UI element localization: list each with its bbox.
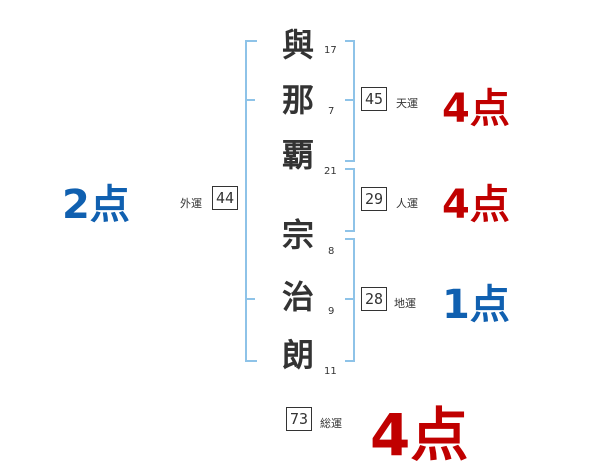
gaiun-score: 2点 (62, 182, 130, 228)
chiun-score: 1点 (442, 282, 510, 328)
jinun-score: 4点 (442, 182, 510, 228)
name-char-5: 治 (281, 278, 314, 316)
stroke-count-3: 21 (324, 166, 337, 177)
stroke-count-6: 11 (324, 366, 337, 377)
tenun-bracket (345, 40, 355, 162)
jinun-label: 人運 (396, 197, 418, 210)
chiun-label: 地運 (394, 297, 416, 310)
jinun-value: 29 (361, 187, 387, 211)
name-char-3: 覇 (281, 136, 314, 174)
gaiun-value: 44 (212, 186, 238, 210)
name-char-1: 與 (281, 26, 314, 64)
souun-score: 4点 (370, 401, 469, 469)
name-char-6: 朗 (281, 336, 314, 374)
bracket-tick (345, 99, 355, 101)
tenun-label: 天運 (396, 97, 418, 110)
gaiun-label: 外運 (180, 197, 202, 210)
bracket-tick (345, 298, 355, 300)
name-char-2: 那 (281, 81, 314, 119)
stroke-count-4: 8 (328, 246, 335, 257)
tenun-score: 4点 (442, 86, 510, 132)
bracket-tick (245, 298, 255, 300)
souun-label: 総運 (320, 417, 342, 430)
chiun-bracket (345, 238, 355, 362)
stroke-count-2: 7 (328, 106, 335, 117)
gaiun-bracket (245, 40, 257, 362)
stroke-count-1: 17 (324, 45, 337, 56)
bracket-tick (245, 99, 255, 101)
chiun-value: 28 (361, 287, 387, 311)
souun-value: 73 (286, 407, 312, 431)
stroke-count-5: 9 (328, 306, 335, 317)
jinun-bracket (345, 168, 355, 232)
name-char-4: 宗 (281, 216, 314, 254)
tenun-value: 45 (361, 87, 387, 111)
